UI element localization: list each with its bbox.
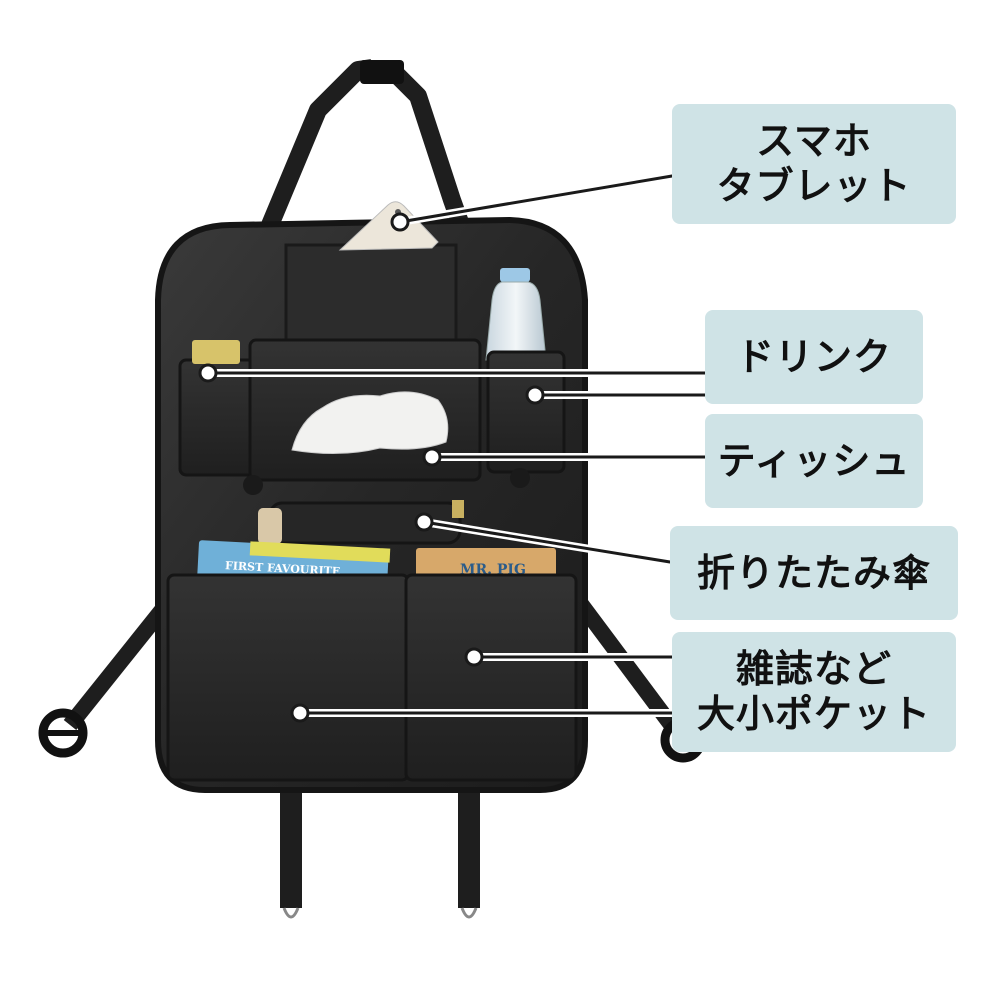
- large-pocket-right: [404, 573, 578, 782]
- buckle-icon: [360, 60, 404, 84]
- hook-icon: [282, 907, 300, 919]
- tablet-icon: [338, 201, 439, 251]
- water-bottle-icon: [485, 268, 547, 361]
- book-cover-title: FIRST FAVOURITE: [225, 559, 341, 578]
- hook-ring-icon: [38, 708, 88, 758]
- drink-pocket-left: [178, 358, 257, 477]
- callout-dot-tissue: [422, 447, 442, 467]
- label-tissue-text: ティッシュ: [717, 438, 911, 483]
- tissue-icon: [291, 391, 449, 455]
- callout-dot-drink-left: [198, 363, 218, 383]
- callout-dot-pocket-right: [464, 647, 484, 667]
- callout-dots: [198, 212, 545, 723]
- label-magazines: 雑誌など: [735, 647, 892, 692]
- label-pockets: 雑誌など 大小ポケット: [672, 632, 956, 752]
- label-tablet: タブレット: [716, 164, 912, 208]
- drink-can-icon: [192, 340, 240, 364]
- label-umbrella: 折りたたみ傘: [670, 526, 958, 620]
- label-umbrella-text: 折りたたみ傘: [696, 550, 931, 595]
- label-phone-tablet: スマホ タブレット: [672, 104, 956, 224]
- callout-dot-pocket-left: [290, 703, 310, 723]
- callout-dot-umbrella: [414, 512, 434, 532]
- label-drink-text: ドリンク: [735, 334, 892, 379]
- label-phone: スマホ: [756, 119, 872, 164]
- label-drink: ドリンク: [705, 310, 923, 404]
- hook-icon: [460, 907, 478, 919]
- callout-dot-tablet: [390, 212, 410, 232]
- bottom-straps: [280, 780, 480, 919]
- side-strap-left: [38, 595, 177, 758]
- hanging-strap: [261, 59, 471, 232]
- umbrella-handle-icon: [258, 508, 282, 544]
- leader-lines: [204, 172, 709, 717]
- tablet-pocket: [284, 243, 458, 342]
- label-pockets-size: 大小ポケット: [696, 692, 931, 736]
- label-tissue: ティッシュ: [705, 414, 923, 508]
- callout-dot-drink-right: [525, 385, 545, 405]
- large-pocket-left: [166, 573, 410, 782]
